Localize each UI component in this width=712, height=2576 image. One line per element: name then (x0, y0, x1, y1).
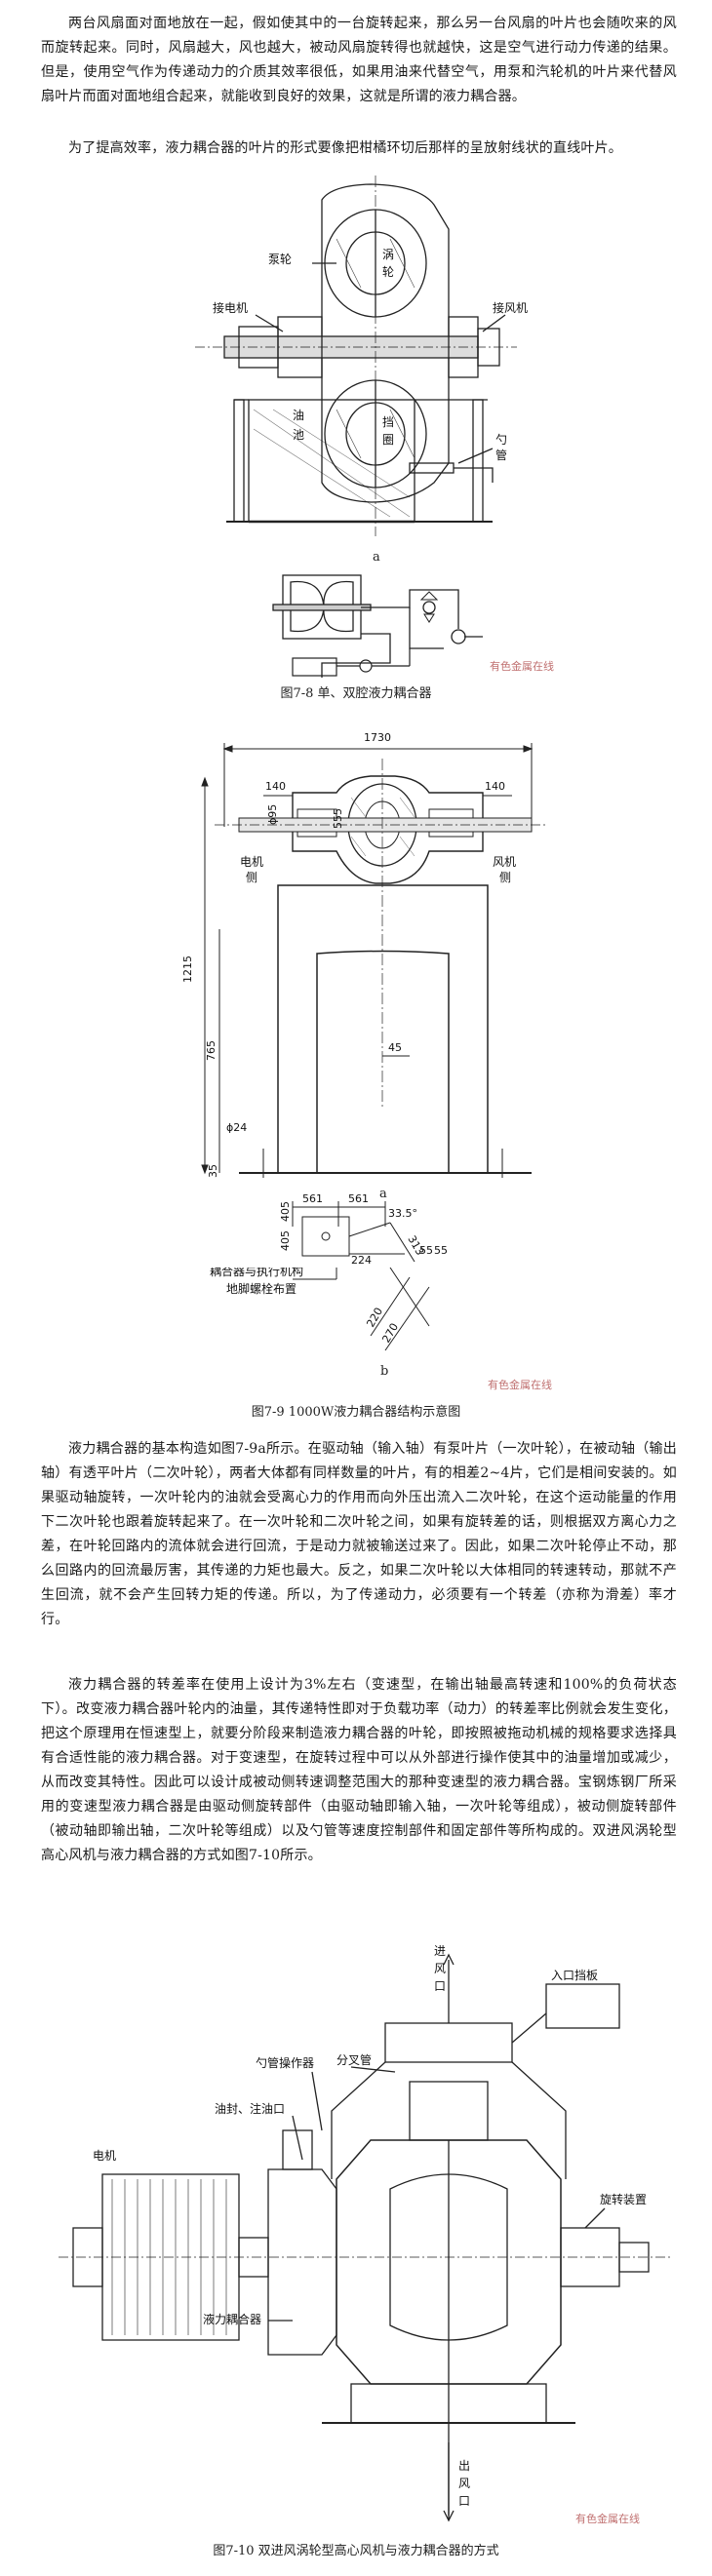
label-fan-side-1: 风机 (493, 855, 516, 869)
figure-7-10: 进 风 口 分叉管 入口挡板 勺管操作器 油封、注油口 电机 旋转装置 液力耦合… (0, 1935, 712, 2535)
caption-fig-7-8: 图7-8 单、双腔液力耦合器 (280, 686, 432, 701)
label-inlet-damper: 入口挡板 (551, 1969, 598, 1982)
subfigure-9b-label: b (380, 1364, 388, 1379)
dim-140-right: 140 (485, 780, 505, 793)
label-scoop-1: 勺 (495, 433, 507, 447)
label-damper-2: 圈 (382, 433, 394, 447)
paragraph-intro: 两台风扇面对面地放在一起，假如使其中的一台旋转起来，那么另一台风扇的叶片也会随吹… (41, 16, 677, 104)
label-inlet-1: 进 (434, 1944, 446, 1958)
figure-7-8-drawing: 泵轮 涡 轮 接电机 接风机 油 池 挡 圈 勺 管 a (195, 176, 528, 678)
dim-555: 555 (332, 808, 344, 829)
subfigure-label-a: a (373, 550, 380, 565)
paragraph-slip: 液力耦合器的转差率在使用上设计为3%左右（变速型，在输出轴最高转速和100%的负… (41, 1677, 677, 1863)
label-outlet-3: 口 (458, 2494, 470, 2508)
label-pump-wheel: 泵轮 (268, 253, 292, 266)
dim-1215: 1215 (181, 956, 194, 983)
dim-220: 220 (364, 1306, 385, 1330)
label-motor-side-2: 侧 (246, 871, 257, 884)
dim-55-a: 55 (419, 1244, 433, 1257)
watermark-fig8: 有色金属在线 (490, 660, 554, 673)
figure-7-8: 泵轮 涡 轮 接电机 接风机 油 池 挡 圈 勺 管 a (0, 171, 712, 678)
label-to-fan: 接风机 (493, 300, 528, 315)
dim-33-5: 33.5° (388, 1207, 417, 1220)
label-oil-seal: 油封、注油口 (215, 2101, 285, 2116)
label-scoop-2: 管 (495, 448, 507, 462)
dim-phi95: ϕ95 (266, 804, 279, 825)
figure-7-9-drawing: 1730 140 140 1215 765 45 ϕ24 35 ϕ95 555 … (181, 731, 546, 1267)
dim-561-b: 561 (348, 1192, 369, 1205)
label-turbine-1: 涡 (382, 248, 394, 261)
label-fluid-coupling: 液力耦合器 (203, 2312, 261, 2326)
label-oil-1: 油 (293, 409, 304, 422)
label-outlet-2: 风 (458, 2477, 470, 2490)
paragraph-efficiency: 为了提高效率，液力耦合器的叶片的形式要像把柑橘环切后那样的呈放射线状的直线叶片。 (68, 140, 622, 156)
dim-405-b: 405 (279, 1201, 292, 1222)
dim-140-left: 140 (265, 780, 286, 793)
label-to-motor: 接电机 (213, 300, 248, 315)
label-fan-side-2: 侧 (499, 871, 511, 884)
figure-7-9-b-lower-drawing: 220 270 耦合器与执行机构 地脚螺栓布置 b (210, 1268, 430, 1379)
label-motor: 电机 (93, 2149, 116, 2163)
dim-765: 765 (205, 1040, 218, 1061)
label-inlet-2: 风 (434, 1962, 446, 1975)
label-anchor-layout-2: 地脚螺栓布置 (226, 1281, 297, 1296)
label-anchor-layout-1: 耦合器与执行机构 (210, 1268, 303, 1278)
dim-35: 35 (207, 1164, 219, 1178)
paragraph-structure: 液力耦合器的基本构造如图7-9a所示。在驱动轴（输入轴）有泵叶片（一次叶轮），在… (41, 1441, 677, 1627)
figure-7-10-drawing: 进 风 口 分叉管 入口挡板 勺管操作器 油封、注油口 电机 旋转装置 液力耦合… (59, 1944, 673, 2522)
caption-fig-7-10: 图7-10 双进风涡轮型高心风机与液力耦合器的方式 (213, 2544, 499, 2558)
figure-7-9-b-lower: 220 270 耦合器与执行机构 地脚螺栓布置 b 有色金属在线 (0, 1268, 712, 1404)
subfigure-9a-label: a (379, 1187, 387, 1201)
dim-1730: 1730 (364, 731, 391, 744)
dim-45: 45 (388, 1041, 402, 1054)
figure-7-9: 1730 140 140 1215 765 45 ϕ24 35 ϕ95 555 … (0, 720, 712, 1268)
watermark-fig9: 有色金属在线 (488, 1379, 552, 1391)
label-motor-side-1: 电机 (240, 855, 263, 869)
label-turbine-2: 轮 (382, 265, 394, 279)
dim-224: 224 (351, 1254, 372, 1267)
label-inlet-3: 口 (434, 1979, 446, 1993)
label-rotation-device: 旋转装置 (600, 2192, 647, 2206)
dim-phi24: ϕ24 (226, 1121, 247, 1134)
dim-55-b: 55 (434, 1244, 448, 1257)
label-outlet-1: 出 (458, 2459, 470, 2473)
watermark-fig10: 有色金属在线 (575, 2513, 640, 2525)
label-branch-pipe: 分叉管 (336, 2052, 372, 2067)
label-damper-1: 挡 (382, 415, 394, 429)
dim-405-a: 405 (279, 1230, 292, 1251)
label-scoop-operator: 勺管操作器 (256, 2055, 314, 2070)
label-oil-2: 池 (293, 428, 304, 442)
dim-561-a: 561 (302, 1192, 323, 1205)
caption-fig-7-9: 图7-9 1000W液力耦合器结构示意图 (251, 1405, 461, 1420)
